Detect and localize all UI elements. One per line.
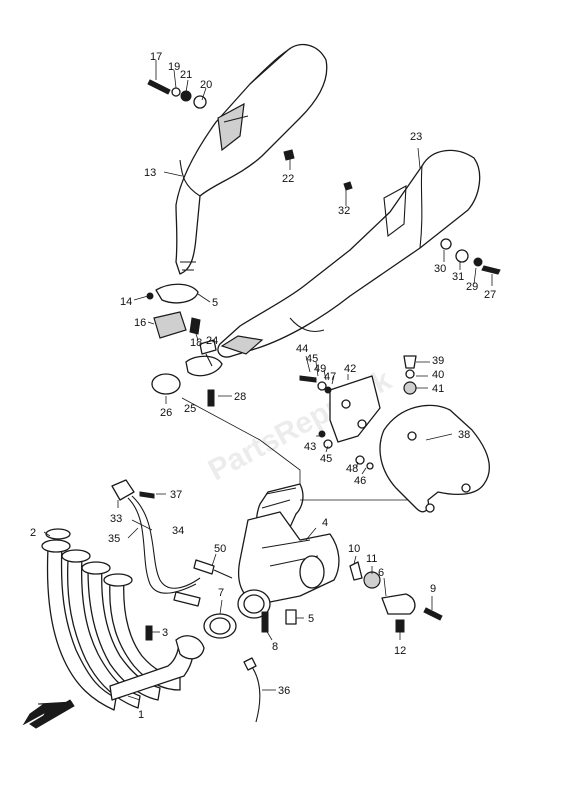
callout-24: 24	[206, 335, 218, 347]
callout-14: 14	[120, 296, 132, 308]
callout-23: 23	[410, 131, 422, 143]
callout-50: 50	[214, 543, 226, 555]
callout-5b: 5	[308, 613, 314, 625]
callout-17: 17	[150, 51, 162, 63]
callout-27: 27	[484, 289, 496, 301]
callout-2: 2	[30, 527, 36, 539]
callout-18: 18	[190, 337, 202, 349]
callout-40: 40	[432, 369, 444, 381]
callout-31: 31	[452, 271, 464, 283]
callout-11: 11	[366, 553, 377, 565]
callout-29: 29	[466, 281, 478, 293]
callout-34: 34	[172, 525, 184, 537]
callout-8: 8	[272, 641, 278, 653]
callout-32: 32	[338, 205, 350, 217]
callout-41: 41	[432, 383, 444, 395]
callout-44: 44	[296, 343, 308, 355]
mid-pipe-catalyst	[237, 483, 340, 619]
muffler-right	[217, 149, 481, 358]
callout-35: 35	[108, 533, 120, 545]
callout-26: 26	[160, 407, 172, 419]
callout-46: 46	[354, 475, 366, 487]
callout-45a: 45	[306, 353, 318, 365]
callout-4: 4	[322, 517, 328, 529]
leader-lines	[43, 60, 493, 701]
callout-6: 6	[378, 567, 384, 579]
callout-36: 36	[278, 685, 290, 697]
callout-43: 43	[304, 441, 316, 453]
callout-12: 12	[394, 645, 406, 657]
callout-45b: 45	[320, 453, 332, 465]
muffler-left	[175, 43, 328, 275]
callout-33: 33	[110, 513, 122, 525]
callout-20: 20	[200, 79, 212, 91]
callout-39: 39	[432, 355, 444, 367]
callout-48: 48	[346, 463, 358, 475]
callout-1: 1	[138, 709, 144, 721]
muffler-bolt-hardware	[147, 79, 295, 161]
arrow-down-left-icon	[22, 699, 75, 729]
callout-28: 28	[234, 391, 246, 403]
callout-16: 16	[134, 317, 146, 329]
callout-25: 25	[184, 403, 196, 415]
cable-strap	[243, 657, 261, 723]
bracket-42	[299, 355, 417, 470]
callout-13: 13	[144, 167, 156, 179]
callout-10: 10	[348, 543, 360, 555]
callout-38: 38	[458, 429, 470, 441]
callout-42: 42	[344, 363, 356, 375]
callout-7: 7	[218, 587, 224, 599]
callout-21: 21	[180, 69, 192, 81]
callout-9: 9	[430, 583, 436, 595]
callout-30: 30	[434, 263, 446, 275]
clamps-and-gaskets	[146, 283, 223, 407]
callout-19: 19	[168, 61, 180, 73]
callout-22: 22	[282, 173, 294, 185]
oxygen-sensor-wiring	[111, 479, 233, 607]
exhaust-headers	[41, 528, 205, 711]
callout-3: 3	[162, 627, 168, 639]
callout-5a: 5	[212, 297, 218, 309]
callout-37: 37	[170, 489, 182, 501]
callout-49: 49	[314, 363, 326, 375]
callouts: 17 19 21 20 13 22 23 32 30 31 29 27 14 5…	[30, 51, 496, 721]
gasket-7-clamp-8	[203, 609, 297, 639]
muffler-right-hardware	[343, 181, 501, 275]
hanger-bracket	[349, 561, 443, 633]
heat-shield	[379, 404, 490, 513]
callout-47: 47	[324, 371, 336, 383]
